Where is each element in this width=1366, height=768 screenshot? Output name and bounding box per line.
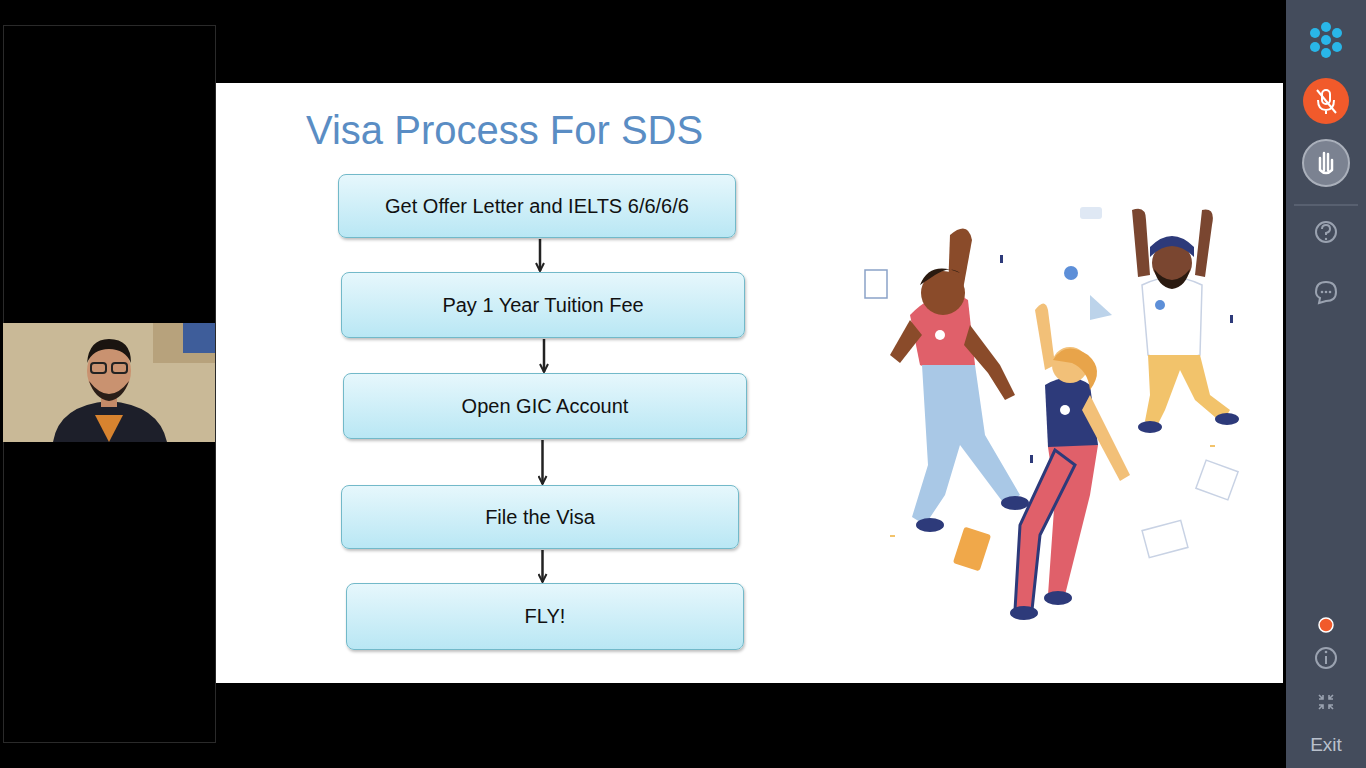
slide-title: Visa Process For SDS (306, 108, 703, 153)
step-text: File the Visa (485, 506, 595, 529)
webcam-thumbnail (3, 323, 215, 442)
process-box: File the Visa (341, 485, 739, 549)
flow-arrow (541, 440, 544, 484)
step-text: Pay 1 Year Tuition Fee (442, 294, 643, 317)
sidebar-icons (1286, 0, 1366, 768)
step-text: Get Offer Letter and IELTS 6/6/6/6 (385, 195, 689, 218)
step-text: FLY! (525, 605, 566, 628)
exit-button-label: Exit (1286, 734, 1366, 756)
process-box: FLY! (346, 583, 744, 650)
step-text: Open GIC Account (462, 395, 629, 418)
flow-arrow (541, 550, 544, 582)
flow-arrow (539, 239, 542, 271)
process-box: Pay 1 Year Tuition Fee (341, 272, 745, 338)
celebration-illustration (850, 195, 1250, 645)
process-box: Get Offer Letter and IELTS 6/6/6/6 (338, 174, 736, 238)
process-box: Open GIC Account (343, 373, 747, 439)
flow-arrow (543, 339, 546, 372)
